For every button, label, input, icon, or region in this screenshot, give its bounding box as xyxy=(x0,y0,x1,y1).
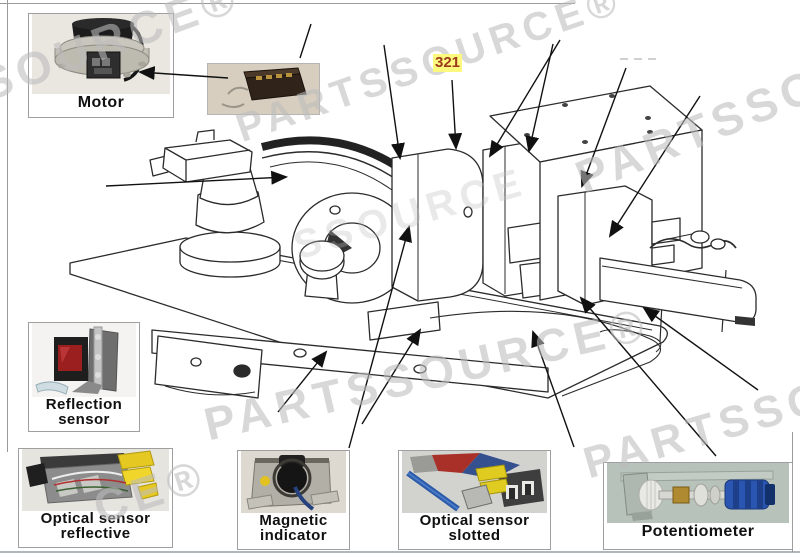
arrow-bottom-center xyxy=(361,328,422,425)
connector-photo xyxy=(208,64,319,114)
arrow-potentiometer xyxy=(579,296,717,457)
arrow-top-right-b xyxy=(608,95,701,238)
frame-bottom xyxy=(0,551,800,553)
frame-left xyxy=(7,0,8,452)
arrow-top-left-block xyxy=(383,44,405,161)
optical-slotted-label-line2: slotted xyxy=(448,527,501,545)
motor-label: Motor xyxy=(77,94,125,111)
optical-reflective-photo xyxy=(22,449,169,511)
watermark-text: PARTSSOURCE® xyxy=(199,297,655,451)
reflection-sensor-callout: Reflection sensor xyxy=(28,322,140,432)
optical-reflective-label-line1: Optical sensor xyxy=(40,510,151,527)
frame-top xyxy=(0,3,575,4)
arrow-motor-location xyxy=(105,170,289,187)
reflection-sensor-label-line1: Reflection xyxy=(45,396,123,413)
optical-reflective-callout: Optical sensor reflective xyxy=(18,448,173,548)
optical-slotted-callout: Optical sensor slotted xyxy=(398,450,551,550)
leader-into-connector-inset xyxy=(299,23,312,59)
optical-slotted-label-line1: Optical sensor xyxy=(419,512,530,529)
arrow-right-lower xyxy=(642,306,759,391)
potentiometer-callout: Potentiometer xyxy=(603,462,793,550)
magnetic-indicator-callout: Magnetic indicator xyxy=(237,450,350,550)
optical-reflective-label-line2: reflective xyxy=(60,525,131,543)
optical-slotted-photo xyxy=(402,451,547,513)
connector-inset xyxy=(207,63,320,115)
arrow-magnetic xyxy=(348,224,412,449)
motor-callout: Motor xyxy=(28,13,174,118)
arrow-top-center-a xyxy=(488,39,561,158)
magnetic-indicator-label-line2: indicator xyxy=(260,527,327,545)
arrow-321 xyxy=(448,79,463,151)
arrow-slotted xyxy=(531,330,575,448)
reflection-sensor-label-line2: sensor xyxy=(58,411,110,429)
arrow-top-right-a xyxy=(580,67,627,188)
watermark-text: PARTSSO xyxy=(568,57,800,204)
motor-photo xyxy=(32,14,170,94)
magnetic-indicator-label-line1: Magnetic xyxy=(259,512,328,529)
reflection-sensor-photo xyxy=(32,323,136,397)
part-number-highlight: 321 xyxy=(433,54,463,72)
potentiometer-photo xyxy=(607,463,789,523)
magnetic-indicator-photo xyxy=(241,451,346,513)
arrow-bottom-left xyxy=(277,350,328,413)
watermark-text: SSOURCE xyxy=(288,159,532,269)
arrow-top-center-b xyxy=(525,43,554,154)
potentiometer-label: Potentiometer xyxy=(641,523,755,540)
